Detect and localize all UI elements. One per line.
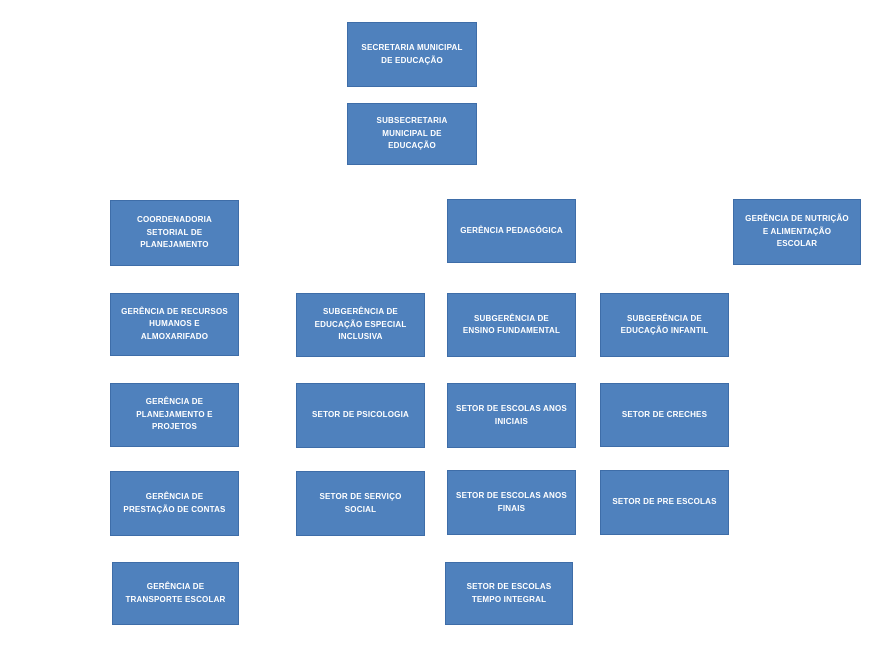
org-node-gerencia-pedagogica: GERÊNCIA PEDAGÓGICA: [447, 199, 576, 263]
org-node-label: SETOR DE SERVIÇO SOCIAL: [319, 492, 402, 514]
org-node-gerencia-recursos-humanos: GERÊNCIA DE RECURSOS HUMANOS E ALMOXARIF…: [110, 293, 239, 356]
org-node-label: SETOR DE ESCOLAS ANOS INICIAIS: [456, 404, 567, 426]
org-node-gerencia-prestacao-contas: GERÊNCIA DE PRESTAÇÃO DE CONTAS: [110, 471, 239, 536]
org-node-label: SETOR DE PSICOLOGIA: [312, 410, 409, 420]
org-node-label: SETOR DE CRECHES: [621, 409, 708, 419]
org-node-gerencia-planejamento-projetos: GERÊNCIA DE PLANEJAMENTO E PROJETOS: [110, 383, 239, 447]
org-node-label: SETOR DE PRE ESCOLAS: [612, 497, 717, 507]
org-node-label: GERÊNCIA DE PRESTAÇÃO DE CONTAS: [123, 492, 226, 514]
org-node-label: SECRETARIA MUNICIPAL DE EDUCAÇÃO: [361, 43, 463, 65]
org-node-gerencia-nutricao-alimentacao: GERÊNCIA DE NUTRIÇÃO E ALIMENTAÇÃO ESCOL…: [733, 199, 861, 265]
org-node-subgerencia-ensino-fundamental: SUBGERÊNCIA DE ENSINO FUNDAMENTAL: [447, 293, 576, 357]
org-node-label: SUBSECRETARIA MUNICIPAL DE EDUCAÇÃO: [376, 116, 448, 151]
org-node-setor-escolas-anos-finais: SETOR DE ESCOLAS ANOS FINAIS: [447, 470, 576, 535]
org-node-label: SETOR DE ESCOLAS TEMPO INTEGRAL: [466, 582, 552, 604]
org-node-label: SETOR DE ESCOLAS ANOS FINAIS: [456, 491, 567, 513]
org-node-label: GERÊNCIA DE NUTRIÇÃO E ALIMENTAÇÃO ESCOL…: [745, 214, 849, 249]
org-node-setor-escolas-anos-iniciais: SETOR DE ESCOLAS ANOS INICIAIS: [447, 383, 576, 448]
org-node-subsecretaria-municipal-educacao: SUBSECRETARIA MUNICIPAL DE EDUCAÇÃO: [347, 103, 477, 165]
org-node-subgerencia-educacao-infantil: SUBGERÊNCIA DE EDUCAÇÃO INFANTIL: [600, 293, 729, 357]
org-node-label: GERÊNCIA DE RECURSOS HUMANOS E ALMOXARIF…: [121, 306, 228, 341]
org-node-coordenadoria-setorial-planejamento: COORDENADORIA SETORIAL DE PLANEJAMENTO: [110, 200, 239, 266]
org-node-label: SUBGERÊNCIA DE EDUCAÇÃO ESPECIAL INCLUSI…: [314, 307, 407, 342]
org-node-label: COORDENADORIA SETORIAL DE PLANEJAMENTO: [136, 215, 213, 250]
org-node-setor-psicologia: SETOR DE PSICOLOGIA: [296, 383, 425, 448]
org-node-setor-servico-social: SETOR DE SERVIÇO SOCIAL: [296, 471, 425, 536]
org-node-label: GERÊNCIA DE TRANSPORTE ESCOLAR: [125, 582, 226, 604]
org-node-label: GERÊNCIA PEDAGÓGICA: [460, 225, 563, 235]
org-node-label: SUBGERÊNCIA DE EDUCAÇÃO INFANTIL: [620, 313, 709, 336]
org-node-secretaria-municipal-educacao: SECRETARIA MUNICIPAL DE EDUCAÇÃO: [347, 22, 477, 87]
org-node-setor-pre-escolas: SETOR DE PRE ESCOLAS: [600, 470, 729, 535]
org-node-setor-creches: SETOR DE CRECHES: [600, 383, 729, 447]
org-node-gerencia-transporte-escolar: GERÊNCIA DE TRANSPORTE ESCOLAR: [112, 562, 239, 625]
org-node-setor-escolas-tempo-integral: SETOR DE ESCOLAS TEMPO INTEGRAL: [445, 562, 573, 625]
org-node-label: GERÊNCIA DE PLANEJAMENTO E PROJETOS: [136, 397, 213, 432]
org-node-label: SUBGERÊNCIA DE ENSINO FUNDAMENTAL: [462, 313, 561, 336]
org-node-subgerencia-educacao-especial: SUBGERÊNCIA DE EDUCAÇÃO ESPECIAL INCLUSI…: [296, 293, 425, 357]
